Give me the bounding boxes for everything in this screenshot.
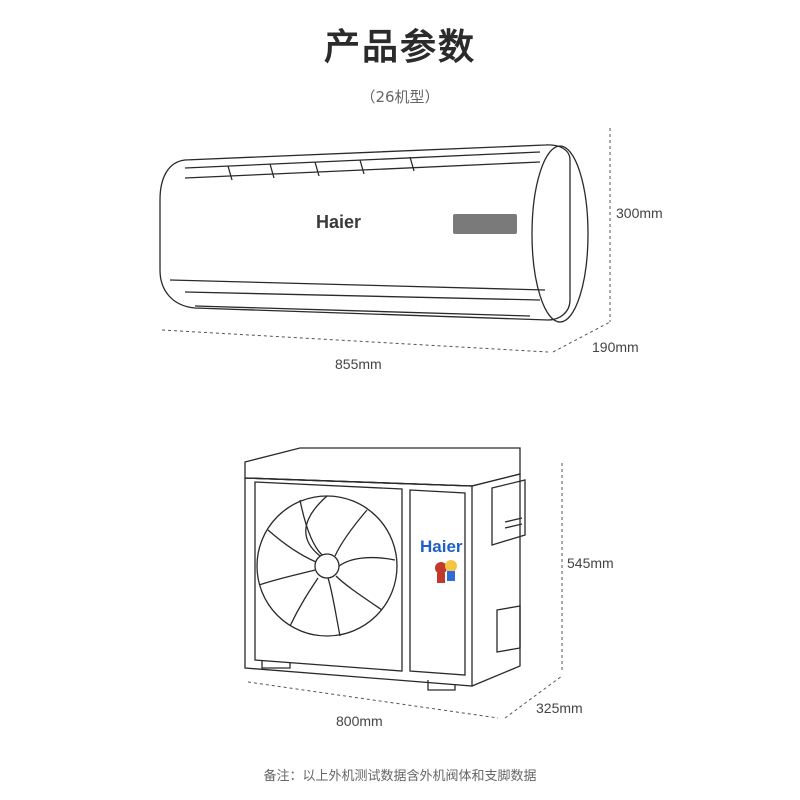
outdoor-height-label: 545mm	[567, 555, 614, 571]
haier-brothers-mascot	[435, 560, 457, 583]
outdoor-width-label: 800mm	[336, 713, 383, 729]
model-subtitle: （26机型）	[360, 88, 440, 106]
footnote: 备注：以上外机测试数据含外机阀体和支脚数据	[263, 769, 537, 784]
indoor-display-panel	[453, 214, 517, 234]
indoor-brand-logo: Haier	[316, 212, 362, 232]
page-title: 产品参数	[323, 27, 476, 68]
indoor-depth-label: 190mm	[592, 339, 639, 355]
indoor-width-label: 855mm	[335, 356, 382, 372]
outdoor-dimension-lines	[247, 463, 563, 719]
indoor-dimension-lines	[161, 128, 611, 353]
indoor-unit-drawing	[159, 144, 589, 323]
outdoor-depth-label: 325mm	[536, 700, 583, 716]
outdoor-unit-drawing	[244, 447, 526, 691]
outdoor-brand-logo: Haier	[420, 537, 463, 556]
indoor-height-label: 300mm	[616, 205, 663, 221]
